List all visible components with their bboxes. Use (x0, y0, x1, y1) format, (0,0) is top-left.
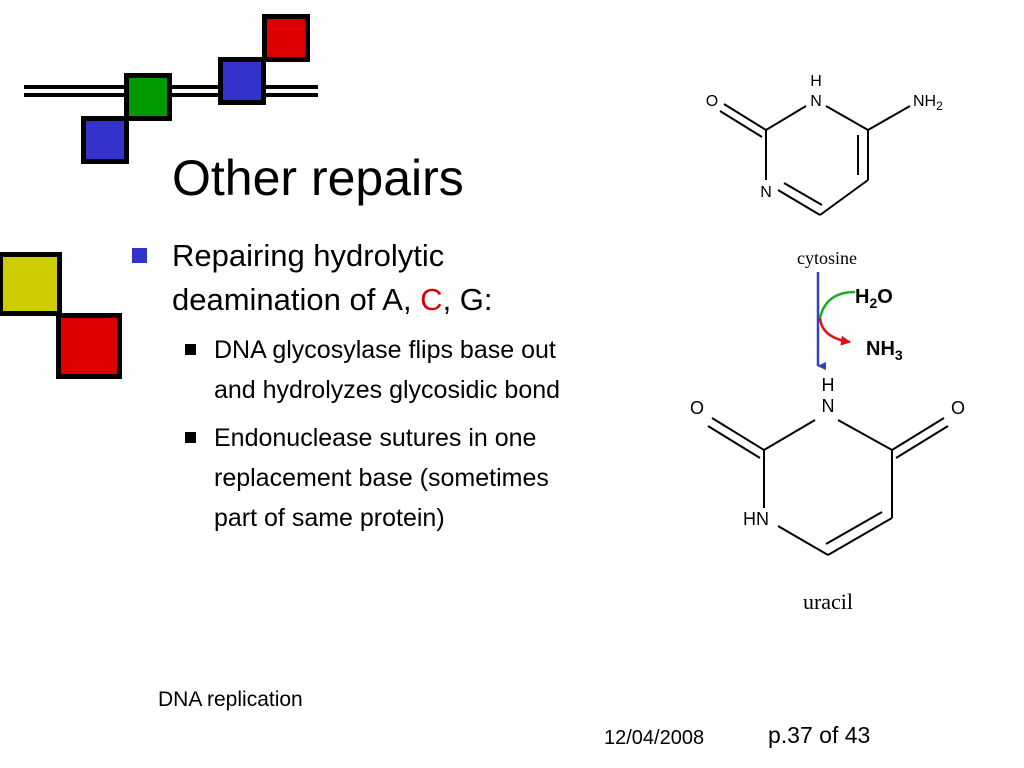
atom-label: O (706, 93, 718, 110)
footer-left: DNA replication (158, 688, 303, 711)
bullet-list: Repairing hydrolytic deamination of A, C… (130, 234, 710, 538)
subbullet-line: DNA glycosylase flips base out (214, 336, 556, 364)
subbullet-item: Endonuclease sutures in one replacement … (130, 418, 710, 538)
atom-label: O (951, 398, 965, 418)
decoration-square-green (124, 73, 172, 121)
cytosine-structure (719, 103, 911, 216)
bullet-item: Repairing hydrolytic deamination of A, C… (130, 234, 710, 322)
uracil-label: uracil (803, 589, 853, 614)
water-label: H2O (855, 286, 893, 311)
decoration-square-yellow (0, 252, 62, 316)
atom-label: HN (743, 509, 769, 529)
decoration-square-red (56, 313, 122, 379)
decoration-square-red (262, 14, 310, 62)
atom-label: N (810, 93, 822, 110)
footer-date: 12/04/2008 (604, 727, 705, 749)
deamination-figure: H N O NH2 N cytosine H2O NH3 H N O O HN … (690, 73, 965, 614)
square-bullet-icon (132, 248, 147, 263)
bullet-line: Repairing hydrolytic (172, 238, 445, 273)
water-in-arrow-icon (818, 290, 856, 319)
subbullet-line: part of same protein) (214, 504, 445, 532)
square-bullet-icon (185, 432, 196, 443)
atom-label: O (690, 398, 704, 418)
atom-label: H (810, 73, 822, 90)
subbullet-item: DNA glycosylase flips base out and hydro… (130, 330, 710, 410)
subbullet-line: and hydrolyzes glycosidic bond (214, 376, 561, 404)
bullet-line: deamination of A, C, G: (172, 278, 710, 322)
atom-label: H (822, 375, 835, 395)
decoration-square-blue (218, 57, 266, 105)
decoration-square-blue (81, 116, 129, 164)
bullet-text: deamination of A, (172, 282, 421, 317)
square-bullet-icon (185, 344, 196, 355)
atom-label: N (760, 184, 772, 201)
subbullet-line: Endonuclease sutures in one (214, 424, 537, 452)
bullet-text: , G: (442, 282, 493, 317)
footer-page-number: p.37 of 43 (768, 722, 871, 748)
cytosine-label: cytosine (797, 248, 857, 268)
slide-title: Other repairs (172, 150, 464, 206)
subbullet-line: replacement base (sometimes (214, 464, 549, 492)
ammonia-out-arrow-icon (818, 317, 851, 346)
ammonia-label: NH3 (866, 338, 903, 363)
atom-label: NH2 (913, 93, 943, 113)
highlight-letter: C (420, 282, 443, 317)
uracil-structure (707, 417, 949, 556)
atom-label: N (822, 396, 835, 416)
